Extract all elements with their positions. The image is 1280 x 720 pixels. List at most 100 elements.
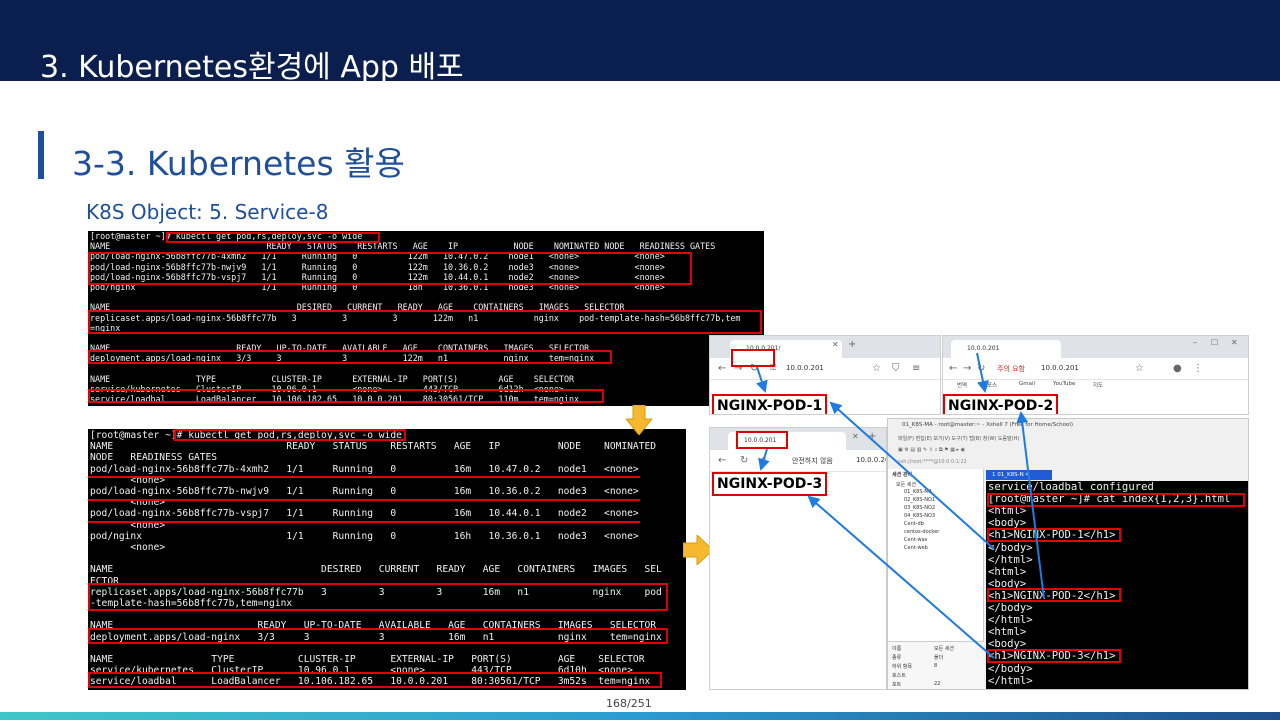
highlight-deployment [88,350,612,364]
bookmark-icon[interactable]: ☆ [872,363,881,374]
menu-icon[interactable]: ⋮ [1193,363,1203,374]
bookmark-item[interactable]: 번역 [957,383,968,389]
highlight-h1-pod1 [987,528,1121,542]
terminal-line: [root@master ~]# cat index{1,2,3}.html [988,493,1231,506]
property-value: 22 [934,681,941,687]
profile-icon[interactable]: ● [1173,363,1182,374]
back-icon[interactable]: ← [718,363,727,374]
session-item[interactable]: 03_K8S-NO2 [904,505,936,511]
terminal-line: </html> [988,553,1033,566]
terminal-line: <body> [988,577,1027,590]
connector-arrows [756,352,1045,659]
terminal-line: pod/load-nginx-56b8ffc77b-4xmh2 1/1 Runn… [90,251,665,262]
terminal-line: </body> [988,662,1033,675]
bookmark-item[interactable]: 지도 [1093,383,1104,389]
page-number: 168/251 [606,697,652,710]
terminal-line: replicaset.apps/load-nginx-56b8ffc77b 3 … [90,312,741,323]
underline-pod [88,499,640,501]
terminal-line: pod/nginx 1/1 Running 0 18h 10.36.0.1 no… [90,282,665,292]
highlight-deployment [88,628,668,644]
browser-tab-2[interactable]: 10.0.0.201 [951,340,1061,358]
property-value: 모든 세션 [934,646,954,652]
arrow-down-icon [626,405,652,435]
xshell-toolbar: ▣ ⚙ ▤ ▥ ✎ ⇪ ⌕ ⧉ ⚑ ▦ ▸ ◉ [898,447,965,453]
reload-icon[interactable]: ↻ [750,363,759,374]
terminal-line: <h1>NGINX-POD-2</h1> [988,589,1116,602]
terminal-line: service/loadbal configured [988,481,1154,493]
close-tab-icon[interactable]: ✕ [832,340,839,349]
security-warning: 안전하지 않음 [792,457,833,465]
terminal-line: <none> [90,519,166,531]
arrow-right-icon [683,535,713,565]
shield-icon[interactable]: ⛉ [892,363,900,374]
session-item[interactable]: Cent-web [904,545,928,551]
close-tab-icon[interactable]: ✕ [852,432,859,441]
terminal-line: <none> [90,497,166,509]
browser-tab-1[interactable]: 10.0.0.201/ [730,340,842,358]
highlight-command [174,429,406,441]
highlight-command [166,232,380,243]
xshell-title: 01_K8S-MA - root@master:~ - Xshell 7 (Fr… [902,422,1074,428]
bookmark-item[interactable]: 포스 [987,383,998,389]
session-item[interactable]: 02_K8S-NO1 [904,497,936,503]
terminal-line: NODE READINESS GATES [90,452,218,464]
terminal-line: service/loadbal LoadBalancer 10.106.182.… [90,394,580,405]
session-item[interactable]: 01_K8S-MA [904,489,933,495]
footer-bar [0,712,1280,720]
pod-label-2: NGINX-POD-2 [943,394,1059,414]
terminal-line: <html> [988,505,1027,518]
session-item[interactable]: Cent-db [904,521,924,527]
terminal-line: </body> [988,541,1033,554]
section-title: 3-3. Kubernetes 활용 [72,144,405,183]
menu-icon[interactable]: ≡ [912,363,921,374]
xshell-session-tab[interactable]: 1 01_K8S-N 4 [986,470,1052,480]
reload-icon[interactable]: ↻ [740,455,749,466]
bookmark-icon[interactable]: ☆ [1135,363,1144,374]
terminal-line: deployment.apps/load-nginx 3/3 3 3 16m n… [90,631,662,643]
back-icon[interactable]: ← [949,363,958,374]
forward-icon[interactable]: → [963,363,972,374]
terminal-line: <html> [988,626,1027,639]
highlight-h1-pod2 [987,588,1121,602]
highlight-url-1 [731,349,775,367]
session-item[interactable]: Cent-was [904,537,928,543]
terminal-line: ECTOR [90,575,119,587]
terminal-line: NAME TYPE CLUSTER-IP EXTERNAL-IP PORT(S)… [90,654,645,665]
xshell-menu[interactable]: 파일(F) 편집(E) 보기(V) 도구(T) 탭(B) 창(W) 도움말(H) [898,436,1020,442]
highlight-service [88,389,604,403]
terminal-line: -template-hash=56b8ffc77b,tem=nginx [90,598,293,609]
pod-label-3: NGINX-POD-3 [712,472,828,496]
terminal-line: [root@master ~]# kubectl get pod,rs,depl… [90,430,402,441]
address-bar[interactable]: 10.0.0.201 [1041,364,1079,372]
back-icon[interactable]: ← [718,455,727,466]
highlight-h1-pod3 [987,649,1121,663]
bookmark-item[interactable]: YouTube [1053,381,1076,387]
new-tab-icon[interactable]: + [868,431,877,442]
session-item[interactable]: 04_K8S-NO3 [904,513,936,519]
security-warning: 주의 요함 [997,365,1025,373]
terminal-line: </html> [988,674,1033,687]
address-bar[interactable]: 10.0.0.201 [786,364,824,372]
new-tab-icon[interactable]: + [848,339,857,350]
slide-title: 3. Kubernetes환경에 App 배포 [40,50,464,85]
slide-header: 3. Kubernetes환경에 App 배포 [0,0,1280,85]
underline-pod [88,476,640,478]
highlight-replicaset [88,310,762,334]
terminal-line: pod/load-nginx-56b8ffc77b-vspj7 1/1 Runn… [90,508,639,520]
terminal-line: </body> [988,602,1033,614]
terminal-line: pod/load-nginx-56b8ffc77b-vspj7 1/1 Runn… [90,271,665,282]
xshell-address[interactable]: ssh://root:****@10.0.0.1:22 [898,459,967,465]
minimize-icon[interactable]: – [1193,338,1197,347]
session-item[interactable]: centos-docker [904,529,940,535]
forward-icon[interactable]: → [734,363,743,374]
browser-window-3: 10.0.0.201 ✕ + ← ↻ ⌂ 안전하지 않음 10.0.0.201 … [709,427,887,690]
maximize-icon[interactable]: ☐ [1211,338,1219,347]
address-bar[interactable]: 10.0.0.201 [856,456,886,464]
terminal-line: <html> [988,565,1027,578]
close-window-icon[interactable]: ✕ [1231,338,1238,347]
bookmark-item[interactable]: Gmail [1019,381,1036,387]
xshell-terminal[interactable]: service/loadbal configured[root@master ~… [986,481,1248,689]
session-item[interactable]: 모든 세션 [896,482,916,488]
browser-window-2: 10.0.0.201 – ☐ ✕ ← → ↻ 주의 요함 10.0.0.201 … [942,335,1249,415]
